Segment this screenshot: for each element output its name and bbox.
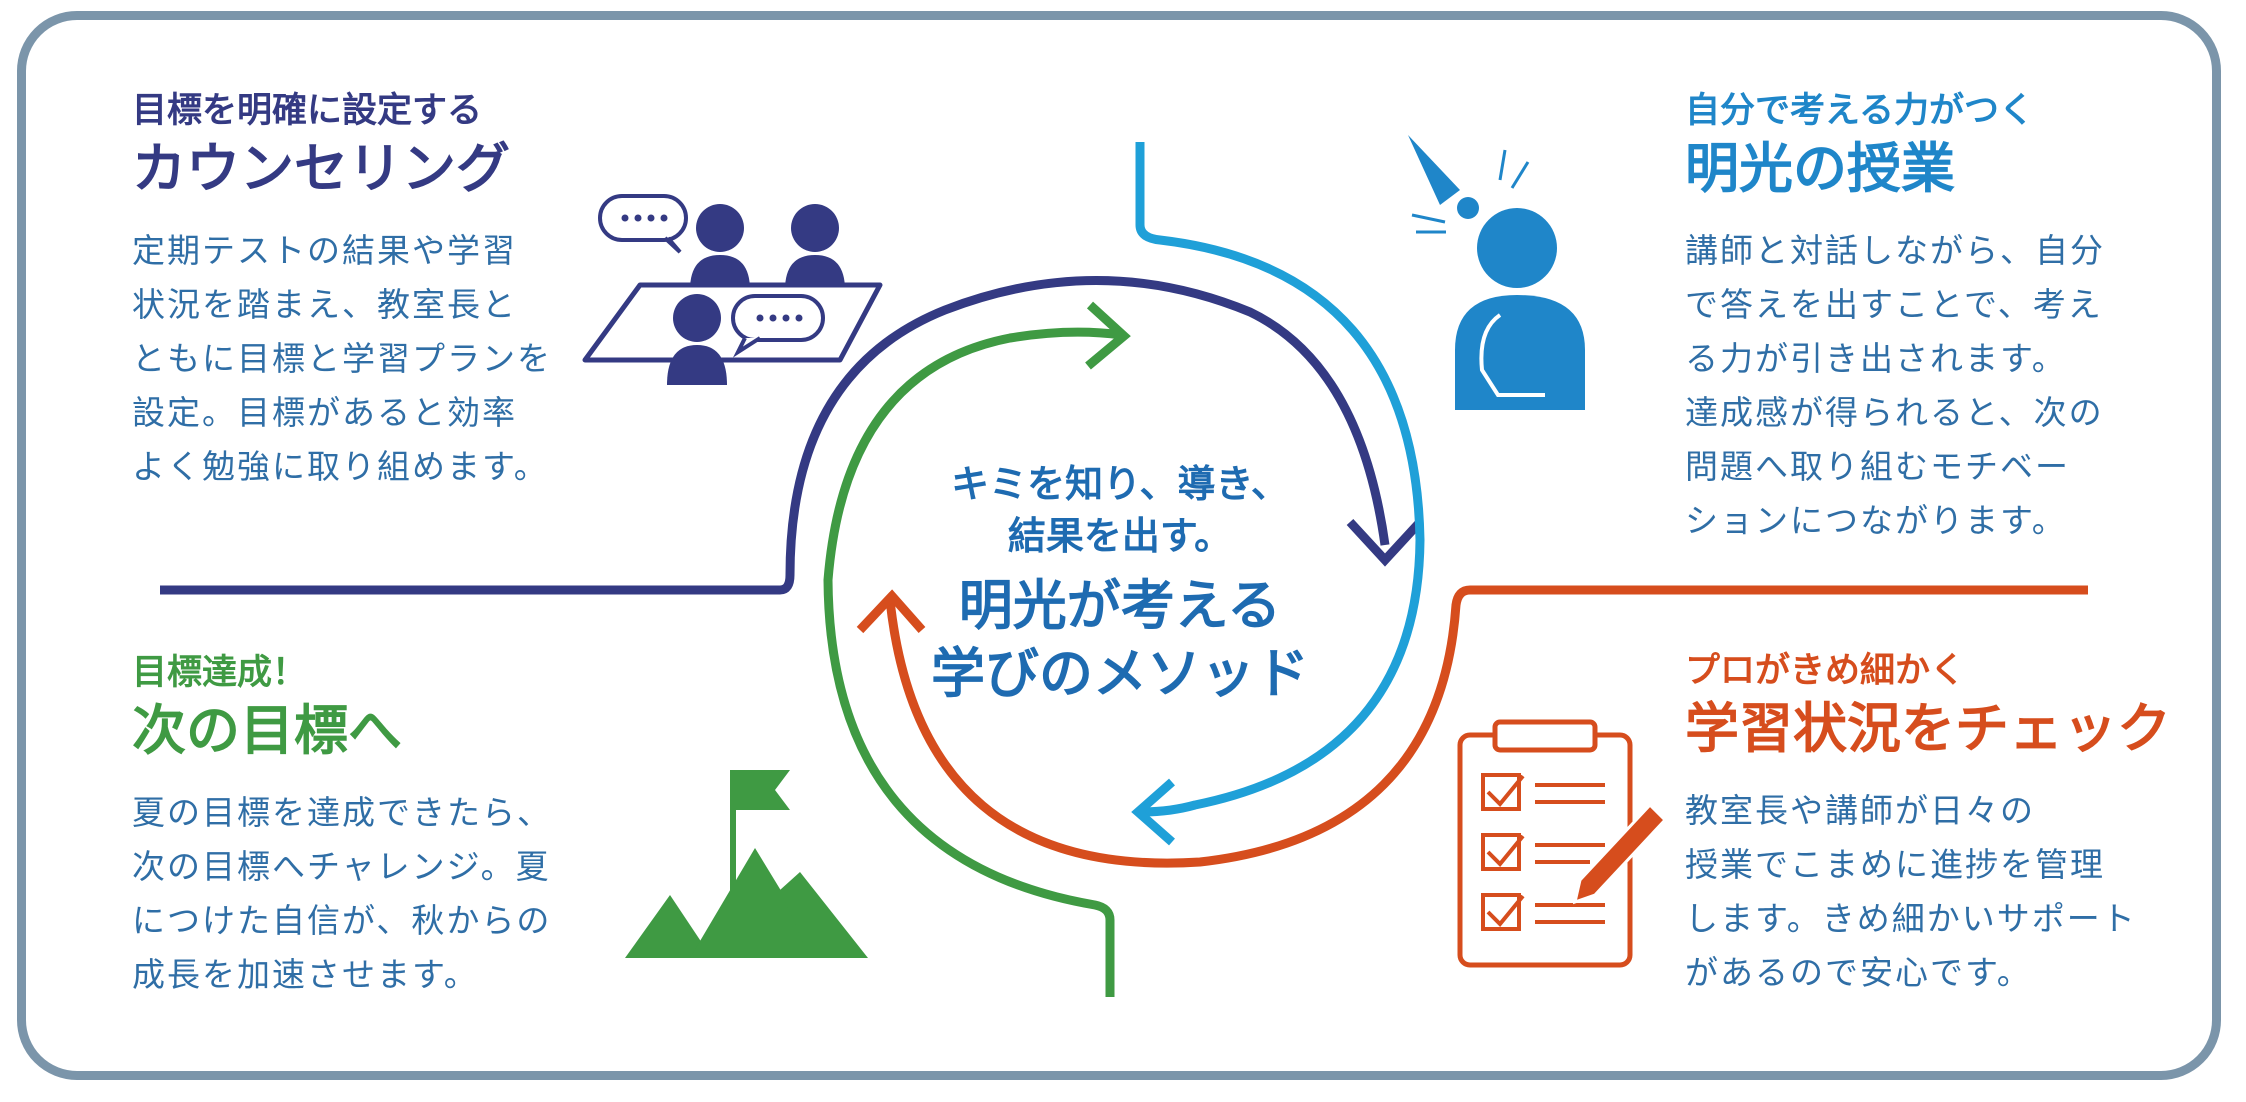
progress-check-subtitle: プロがきめ細かく xyxy=(1685,651,1966,691)
green-cycle-path xyxy=(823,327,1123,997)
center-line-4: 学びのメソッド xyxy=(931,642,1309,705)
outer-frame xyxy=(17,11,2221,1080)
blue-cycle-path xyxy=(1135,142,1425,817)
next-goal-body: 夏の目標を達成できたら、 次の目標へチャレンジ。夏 につけた自信が、秋からの 成… xyxy=(132,793,552,994)
progress-check-title: 学習状況をチェック xyxy=(1685,697,2171,760)
mountain-flag-icon xyxy=(625,770,868,958)
lesson-section: 自分で考える力がつく 明光の授業 講師と対話しながら、自分 で答えを出すことで、… xyxy=(1685,88,2205,548)
next-goal-subtitle: 目標達成！ xyxy=(132,653,308,693)
counseling-body: 定期テストの結果や学習 状況を踏まえ、教室長と ともに目標と学習プランを 設定。… xyxy=(132,231,552,486)
center-line-3: 明光が考える xyxy=(958,574,1282,637)
checklist-clipboard-icon xyxy=(1457,719,1668,968)
blue-arrow-head-icon xyxy=(1131,778,1175,846)
red-cycle-path xyxy=(885,585,2088,868)
lesson-title: 明光の授業 xyxy=(1685,137,1955,200)
counseling-title: カウンセリング xyxy=(132,137,510,200)
counseling-subtitle: 目標を明確に設定する xyxy=(132,91,483,131)
next-goal-section: 目標達成！ 次の目標へ 夏の目標を達成できたら、 次の目標へチャレンジ。夏 につ… xyxy=(132,650,752,1002)
center-method-text: キミを知り、導き、 結果を出す。 明光が考える 学びのメソッド xyxy=(880,458,1360,708)
lesson-body: 講師と対話しながら、自分 で答えを出すことで、考え る力が引き出されます。 達成… xyxy=(1685,231,2105,540)
green-arrow-head-icon xyxy=(1085,301,1131,370)
navy-arrow-head-icon xyxy=(1346,518,1424,567)
counseling-meeting-icon xyxy=(582,194,883,385)
red-arrow-head-icon xyxy=(856,589,926,634)
counseling-section: 目標を明確に設定する カウンセリング 定期テストの結果や学習 状況を踏まえ、教室… xyxy=(132,88,752,494)
progress-check-section: プロがきめ細かく 学習状況をチェック 教室長や講師が日々の 授業でこまめに進捗を… xyxy=(1685,648,2225,1000)
lesson-subtitle: 自分で考える力がつく xyxy=(1685,91,2034,131)
center-line-1: キミを知り、導き、 xyxy=(951,462,1289,506)
center-line-2: 結果を出す。 xyxy=(1007,514,1233,558)
thinking-student-icon xyxy=(1408,135,1585,410)
next-goal-title: 次の目標へ xyxy=(132,699,402,762)
progress-check-body: 教室長や講師が日々の 授業でこまめに進捗を管理 します。きめ細かいサポート があ… xyxy=(1685,791,2137,992)
navy-cycle-path xyxy=(160,276,1390,595)
